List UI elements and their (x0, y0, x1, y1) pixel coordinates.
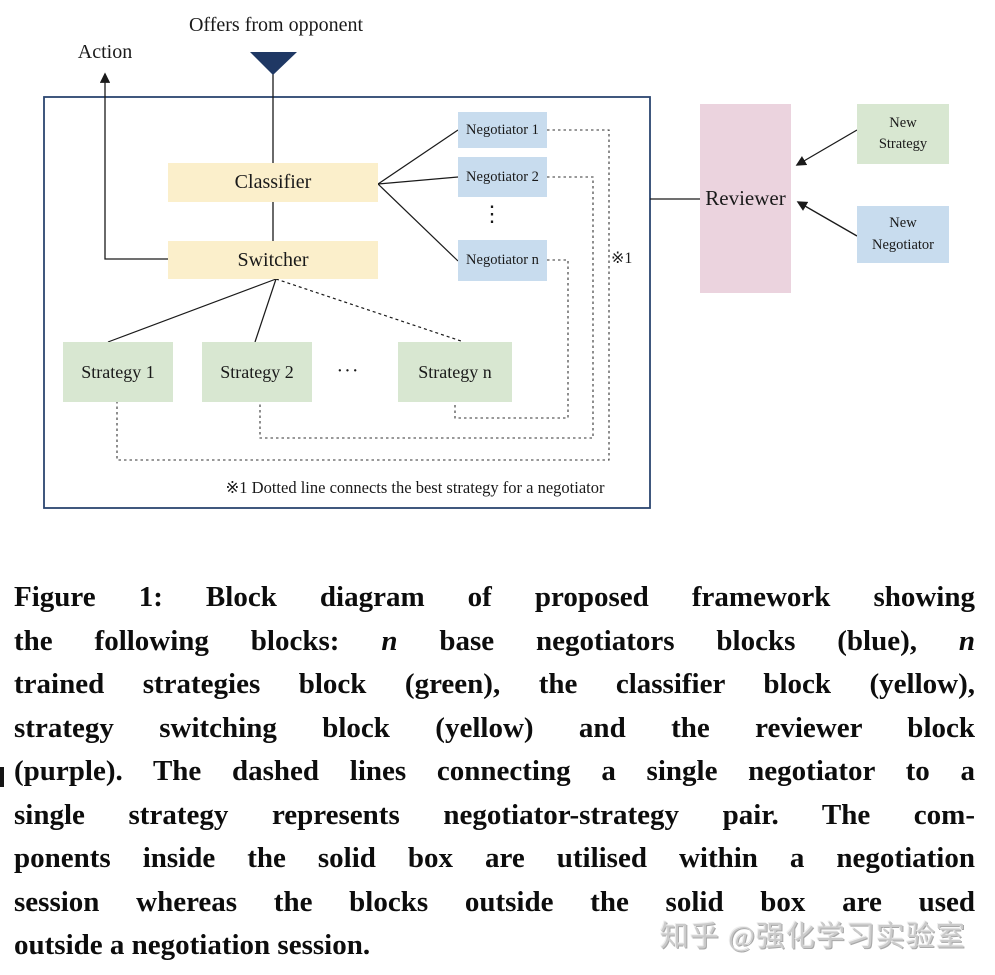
pair-negotiator1-strategy1-dashed (116, 129, 610, 461)
switcher-strategy2-line (254, 278, 277, 343)
caption-line-2-part2: base negotiators blocks (blue), (397, 624, 959, 657)
strategy-ellipsis: ··· (336, 360, 360, 382)
new-negotiator-line1: New (889, 215, 917, 232)
negotiator-2-block: Negotiator 2 (458, 157, 547, 197)
watermark: 知乎 @强化学习实验室 (660, 921, 966, 953)
newnegotiator-reviewer-arrow (796, 201, 858, 237)
new-negotiator-block: New Negotiator (857, 206, 949, 263)
strategy-2-block: Strategy 2 (202, 342, 312, 402)
switcher-strategy1-line (107, 278, 277, 343)
block-diagram: Action Offers from opponent Classifier S… (43, 14, 949, 509)
classifier-negotiator2-line (377, 176, 459, 185)
figure-caption: Figure 1: Block diagram of proposed fram… (14, 576, 975, 968)
offers-from-opponent-label: Offers from opponent (188, 14, 364, 36)
strategy-n-block: Strategy n (398, 342, 512, 402)
negotiator-n-block: Negotiator n (458, 240, 547, 281)
switcher-strategyn-dashed-line (275, 278, 462, 342)
edge-artifact (0, 767, 4, 787)
caption-line-5: (purple). The dashed lines connecting a … (14, 755, 975, 787)
diagram-lines (43, 52, 858, 509)
switcher-block: Switcher (168, 241, 378, 279)
caption-line-6: single strategy represents negotiator-st… (14, 798, 975, 831)
reviewer-block: Reviewer (700, 104, 791, 293)
new-strategy-block: New Strategy (857, 104, 949, 164)
session-boundary-box (43, 96, 651, 509)
caption-line-2-italic-n2: n (958, 624, 975, 657)
caption-line-2: the following blocks: n base negotiators… (14, 620, 975, 664)
caption-line-7: ponents inside the solid box are utilise… (14, 842, 975, 874)
action-label: Action (77, 41, 133, 63)
footnote-marker: ※1 (611, 250, 633, 267)
new-strategy-line1: New (889, 114, 917, 131)
new-strategy-line2: Strategy (878, 136, 928, 152)
new-negotiator-line2: Negotiator (871, 236, 934, 253)
caption-line-3: trained strategies block (green), the cl… (14, 668, 975, 700)
caption-line-2-italic-n1: n (381, 624, 398, 657)
negotiator-1-block: Negotiator 1 (458, 112, 547, 148)
footnote-text: ※1 Dotted line connects the best strateg… (225, 478, 605, 497)
caption-line-1: Figure 1: Block diagram of proposed fram… (14, 581, 975, 613)
caption-line-8: session whereas the blocks outside the s… (14, 885, 975, 918)
pair-negotiatorn-strategyn-dashed (454, 259, 569, 419)
newstrategy-reviewer-arrow (795, 129, 858, 166)
strategy-1-block: Strategy 1 (63, 342, 173, 402)
caption-line-4: strategy switching block (yellow) and th… (14, 711, 975, 744)
caption-line-9: outside a negotiation session. (14, 929, 371, 961)
classifier-negotiatorn-line (377, 183, 459, 262)
caption-line-2-part1: the following blocks: (14, 624, 382, 657)
classifier-negotiator1-line (377, 129, 459, 185)
classifier-block: Classifier (168, 163, 378, 202)
negotiator-ellipsis: ⋮ (481, 201, 503, 226)
offers-arrowhead-icon (250, 52, 297, 75)
action-output-arrow (99, 72, 168, 260)
